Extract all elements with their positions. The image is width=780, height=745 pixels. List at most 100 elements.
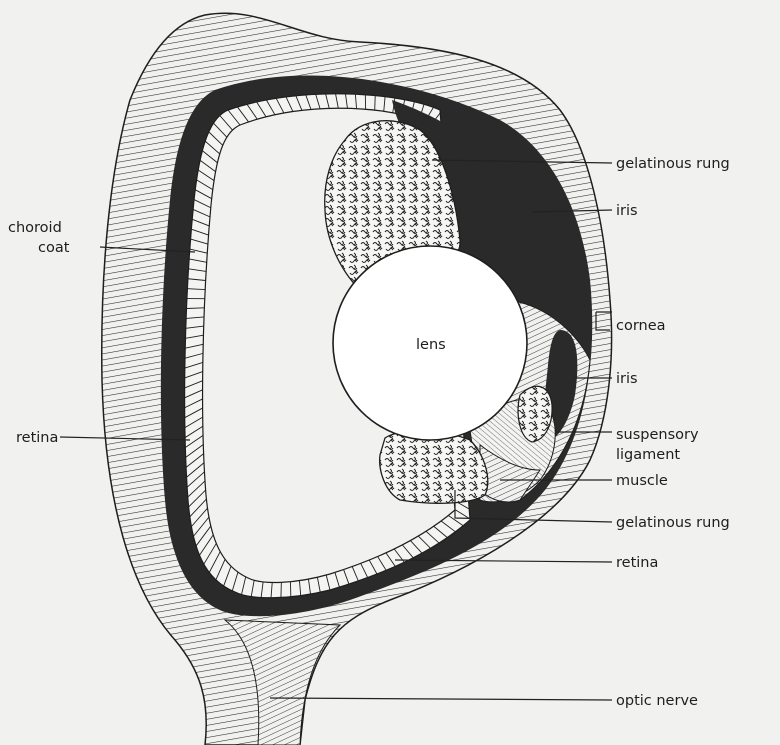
label-gelatinous-rung-bottom: gelatinous rung	[616, 515, 730, 531]
retina-tick	[448, 515, 464, 527]
retina-tick	[351, 566, 359, 582]
retina-tick	[204, 140, 221, 155]
retina-tick	[305, 94, 312, 110]
retina-tick	[192, 209, 211, 218]
label-lens: lens	[416, 337, 446, 353]
retina-tick	[285, 96, 294, 112]
retina-tick	[184, 425, 204, 438]
retina-tick	[184, 389, 203, 399]
retina-tick	[360, 563, 369, 578]
retina-tick	[185, 343, 204, 349]
retina-tick	[191, 507, 208, 527]
retina-tick	[325, 574, 331, 591]
retina-tick	[295, 95, 303, 111]
retina-tick	[192, 218, 210, 227]
retina-tick	[208, 131, 224, 146]
label-gelatinous-rung-top: gelatinous rung	[616, 156, 730, 172]
retina-tick	[186, 471, 205, 488]
retina-tick	[402, 544, 414, 559]
retina-tick	[202, 150, 218, 164]
optic-nerve-bundle	[223, 619, 342, 745]
retina-tick	[190, 238, 209, 245]
retina-tick	[425, 530, 440, 544]
retina-tick	[187, 278, 206, 281]
retina-tick	[325, 93, 330, 109]
retina-tick	[187, 480, 206, 498]
retina-tick	[440, 520, 456, 533]
retina-tick	[454, 509, 471, 520]
retina-tick	[185, 334, 204, 339]
retina-tick	[188, 489, 206, 508]
retina-tick	[199, 534, 214, 556]
retina-tick	[231, 572, 239, 591]
label-suspensory-line1: suspensory	[616, 427, 699, 443]
retina-tick	[195, 525, 212, 547]
label-choroid-line1: choroid	[8, 220, 62, 236]
retina-tick	[184, 398, 203, 409]
retina-tick	[184, 407, 203, 419]
label-iris-lower: iris	[616, 371, 638, 387]
retina-tick	[383, 96, 386, 112]
retina-tick	[196, 179, 213, 191]
retina-tick	[299, 580, 302, 596]
iris-upper	[392, 100, 548, 239]
retina-tick	[219, 115, 233, 131]
retina-tick	[185, 325, 204, 329]
retina-tick	[194, 189, 212, 200]
retina-tick	[186, 316, 205, 319]
retina-tick	[275, 98, 285, 114]
label-optic-nerve: optic nerve	[616, 693, 698, 709]
label-iris-top: iris	[616, 203, 638, 219]
retina-tick	[316, 577, 321, 593]
retina-tick	[208, 551, 221, 573]
retina-tick	[187, 288, 206, 291]
retina-tick	[203, 543, 217, 565]
retina-tick	[189, 258, 207, 263]
retina-tick	[266, 99, 276, 116]
retina-tick	[343, 569, 350, 585]
retina-tick	[377, 556, 387, 571]
retina-tick	[418, 535, 431, 549]
retina-tick	[250, 580, 255, 597]
retina-tick	[184, 416, 203, 429]
retina-tick	[213, 122, 228, 138]
retina-tick	[184, 380, 203, 389]
retina-tick	[354, 94, 357, 109]
retina-tick	[256, 101, 267, 118]
gelatinous-rung-lower	[379, 430, 489, 504]
retina-tick	[315, 94, 321, 109]
label-retina-left: retina	[16, 430, 58, 446]
lens	[332, 245, 528, 441]
label-choroid-line2: coat	[38, 240, 70, 256]
label-suspensory-line2: ligament	[616, 447, 680, 463]
retina-tick	[193, 516, 210, 537]
retina-tick	[189, 498, 207, 518]
leader-lines	[59, 159, 613, 701]
label-retina-bottom: retina	[616, 555, 658, 571]
ciliary-muscle	[479, 444, 541, 503]
retina-tick	[270, 582, 273, 598]
retina-tick	[215, 559, 226, 581]
retina-tick	[385, 552, 396, 567]
retina-tick	[185, 444, 204, 458]
retina-tick	[188, 268, 207, 272]
retina-tick	[189, 248, 208, 254]
retina-tick	[334, 572, 340, 588]
retina-tick	[241, 576, 247, 595]
retina-tick	[237, 106, 249, 123]
retina-tick	[191, 228, 209, 236]
retina-tick	[410, 540, 423, 554]
retina-tick	[335, 93, 339, 109]
retina-tick	[197, 169, 215, 182]
label-cornea: cornea	[616, 318, 666, 334]
retina-tick	[185, 435, 204, 448]
retina-tick	[185, 453, 204, 468]
retina-tick	[345, 93, 348, 109]
retina-tick	[193, 199, 211, 209]
label-muscle: muscle	[616, 473, 668, 489]
retina-tick	[433, 525, 448, 538]
retina-tick	[186, 462, 205, 478]
retina-tick	[368, 559, 378, 575]
retina-tick	[246, 104, 258, 120]
